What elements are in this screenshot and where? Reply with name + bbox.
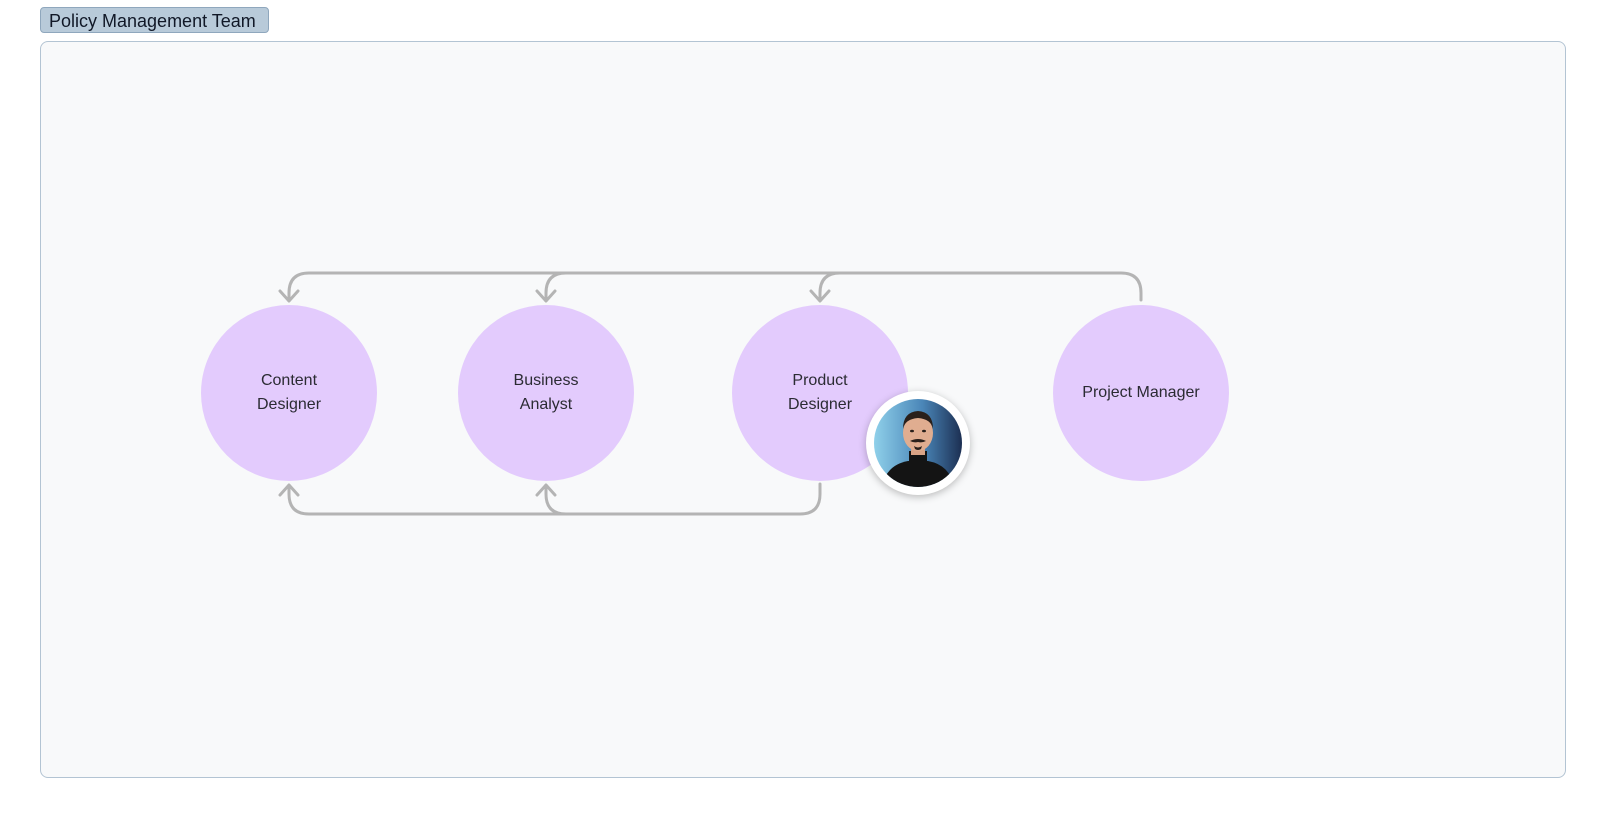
node-product-designer[interactable]: Product Designer: [732, 305, 908, 481]
node-business-analyst[interactable]: Business Analyst: [458, 305, 634, 481]
node-label-project-manager: Project Manager: [1082, 384, 1200, 401]
node-label-business-analyst: Business Analyst: [513, 372, 579, 413]
user-avatar[interactable]: [866, 391, 970, 495]
node-label-content-designer: Content Designer: [256, 372, 322, 413]
node-project-manager[interactable]: Project Manager: [1053, 305, 1229, 481]
node-label-product-designer: Product Designer: [787, 372, 853, 413]
team-title[interactable]: Policy Management Team: [40, 7, 269, 33]
node-content-designer[interactable]: Content Designer: [201, 305, 377, 481]
user-avatar-icon: [874, 399, 962, 487]
